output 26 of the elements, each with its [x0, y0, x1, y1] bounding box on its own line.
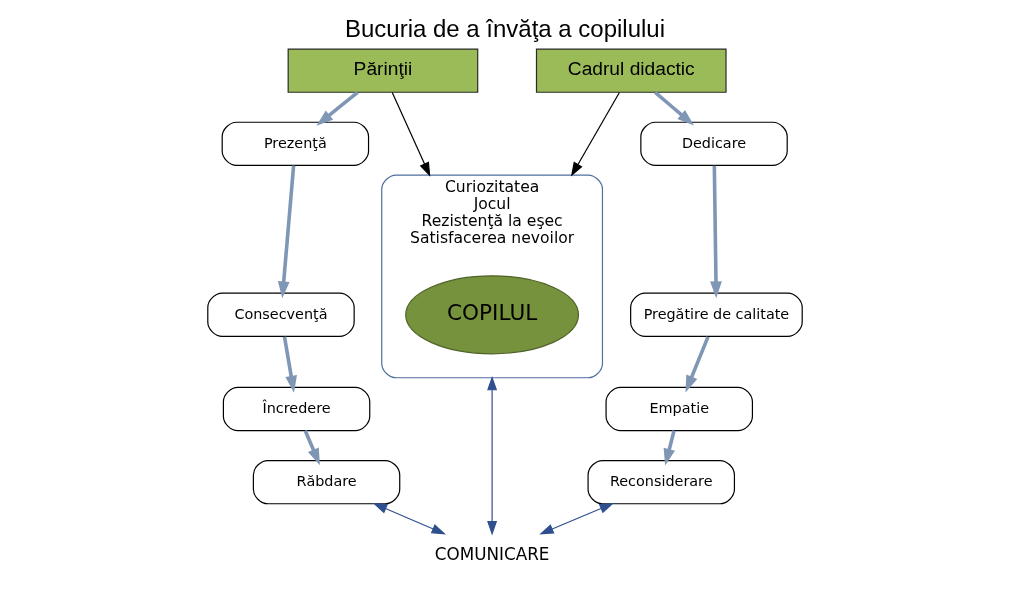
arrow: [684, 336, 710, 393]
arrow: [315, 90, 359, 126]
node-box: Încredere: [222, 386, 370, 432]
arrow: [538, 503, 614, 535]
diagram-title: Bucuria de a învăţa a copilului: [344, 15, 665, 43]
arrow: [391, 91, 430, 177]
arrow: [282, 336, 297, 393]
node-box: Prezenţă: [221, 121, 369, 167]
arrow: [663, 430, 676, 466]
arrow: [303, 429, 320, 466]
node-box: Empatie: [604, 386, 753, 432]
node-box: Reconsiderare: [586, 459, 735, 505]
node-box: Cadrul didactic: [535, 48, 727, 93]
node-box: Consecvenţă: [206, 292, 355, 337]
node-box: Răbdare: [252, 459, 400, 505]
arrow: [570, 91, 620, 177]
node-box: Pregătire de calitate: [629, 292, 803, 337]
arrow: [486, 375, 497, 536]
node-box: Dedicare: [639, 121, 788, 167]
node-text: COMUNICARE: [434, 543, 549, 564]
arrow: [653, 91, 694, 126]
node-box: Părinţii: [287, 48, 478, 93]
node-ellipse: COPILUL: [404, 275, 579, 355]
arrow: [277, 165, 295, 299]
arrow: [709, 165, 722, 299]
arrow: [372, 503, 446, 535]
